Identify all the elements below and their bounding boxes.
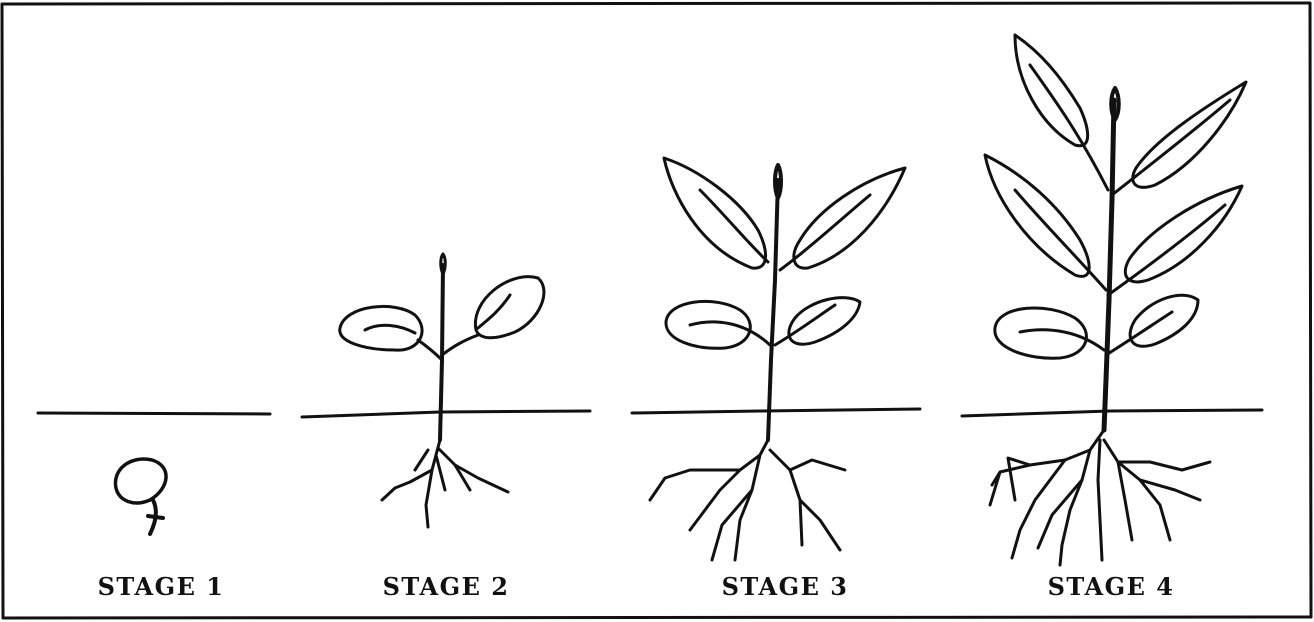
stage-1-label: STAGE 1	[31, 572, 291, 601]
stage-2-drawing	[302, 254, 590, 527]
roots-4	[990, 430, 1210, 565]
leaf-low-left-4	[995, 308, 1104, 358]
leaf-upper-right-3	[780, 168, 905, 270]
stage-4-drawing	[962, 35, 1262, 565]
leaf-low-right-4	[1106, 295, 1198, 355]
seed	[115, 459, 166, 503]
ground-line-2	[302, 411, 590, 417]
stage-3-label: STAGE 3	[655, 572, 915, 601]
petiole-left-2	[418, 340, 442, 360]
stage-3-drawing	[632, 158, 920, 560]
stage-1-drawing	[38, 413, 270, 534]
stage-2-label: STAGE 2	[316, 572, 576, 601]
leaf-mid-right-3	[775, 298, 860, 345]
leaf-top-right-4	[1112, 82, 1246, 195]
roots-3	[650, 440, 845, 560]
stage-4-label: STAGE 4	[981, 572, 1241, 601]
outer-border	[2, 3, 1311, 618]
petiole-right-2	[442, 335, 478, 355]
leaf-mid-left-4	[985, 155, 1106, 290]
ground-line-1	[38, 413, 270, 414]
cotyledon-right-2	[475, 277, 544, 338]
seed-radicle	[148, 500, 163, 534]
leaf-upper-left-3	[664, 158, 768, 268]
ground-line-4	[962, 410, 1262, 416]
leaf-mid-right-4	[1108, 186, 1242, 295]
stem-4	[1104, 100, 1114, 430]
leaf-mid-left-3	[666, 301, 770, 348]
roots-2	[382, 440, 508, 527]
stem-2	[440, 265, 443, 440]
cotyledon-left-2	[340, 306, 422, 350]
leaf-top-left-4	[1015, 35, 1108, 190]
stem-3	[768, 180, 778, 440]
ground-line-3	[632, 409, 920, 413]
